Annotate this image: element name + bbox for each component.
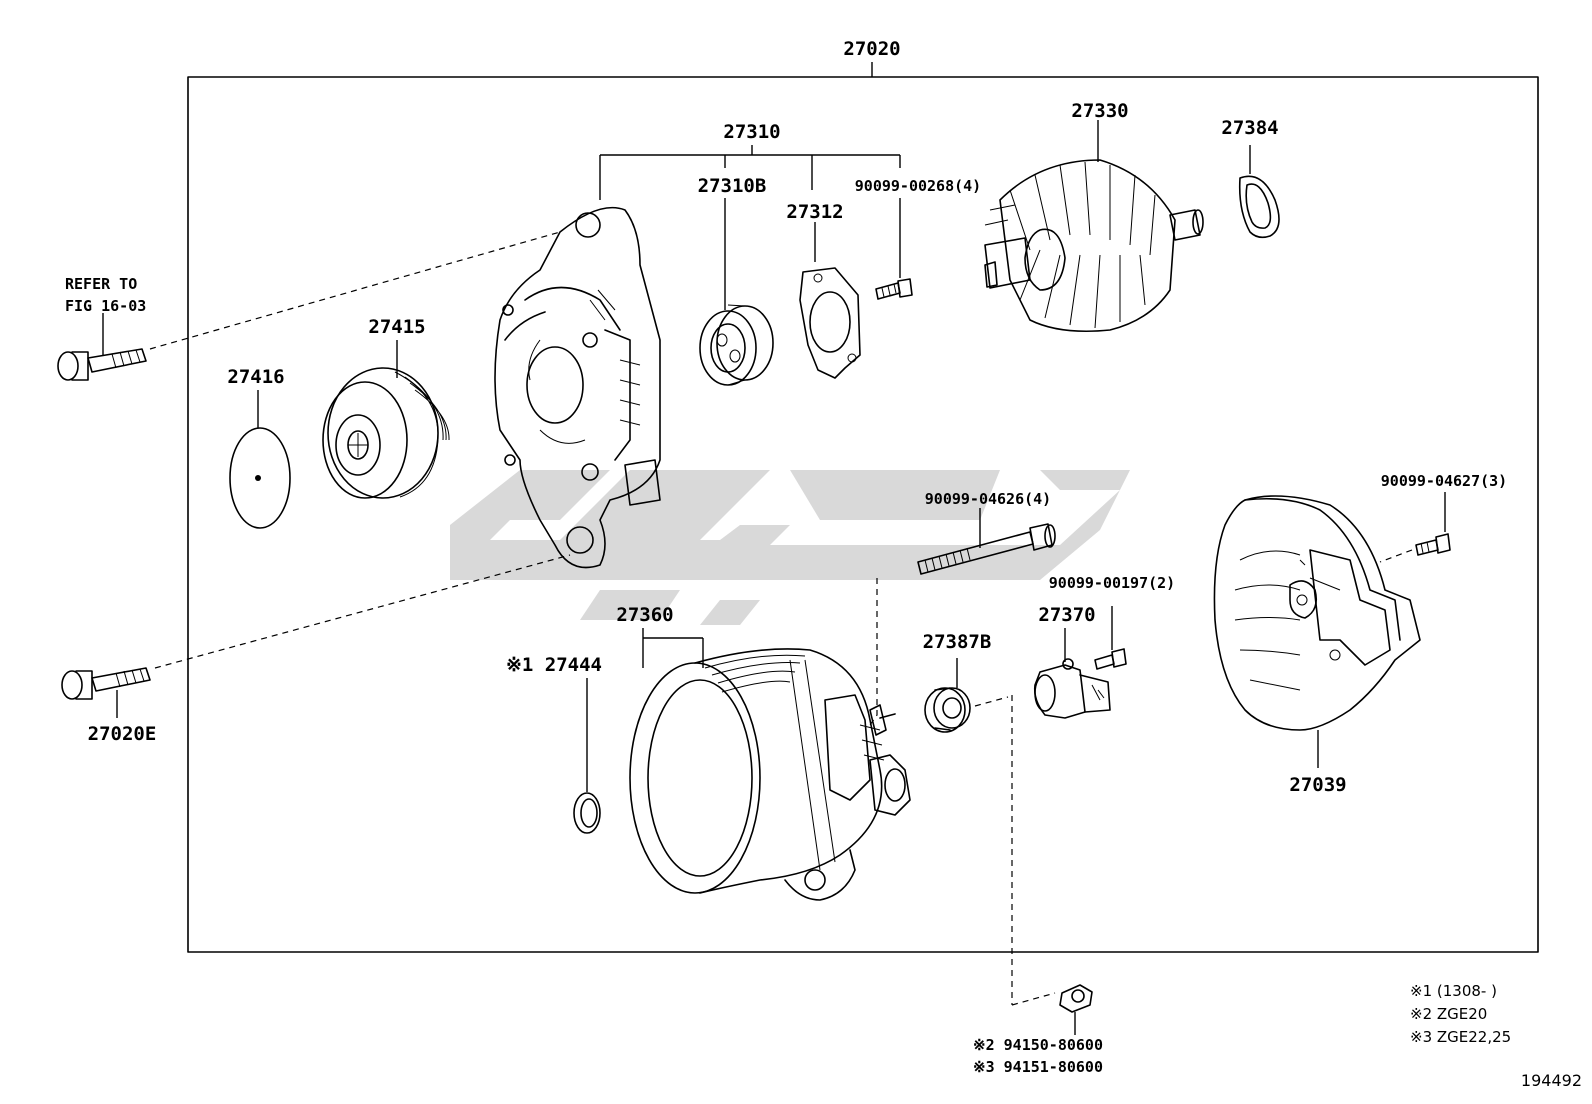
callout-27310: 27310 [723,121,780,143]
through-bolt-part [917,523,1056,575]
screw-90099-04627-part [1415,533,1451,556]
footnote-1: ※1 (1308- ) [1410,982,1497,1000]
drive-end-frame-part [494,206,661,569]
insulator-27387B-part [924,687,971,733]
callout-27312: 27312 [786,201,843,223]
pulley-cap-part [229,427,291,529]
assembly-frame [187,76,1539,953]
callout-27360: 27360 [616,604,673,626]
rear-cover-part [1213,495,1421,731]
callout-27370: 27370 [1038,604,1095,626]
dashed-guide-lower [154,554,571,669]
refer-text-line2: FIG 16-03 [65,297,146,315]
callout-27415: 27415 [368,316,425,338]
bracket-27360-group [642,628,704,668]
callout-90099-00197: 90099-00197(2) [1049,574,1175,592]
watermark-logo [450,470,1130,625]
retainer-plate-part [799,267,861,379]
callout-90099-04626: 90099-04626(4) [925,490,1051,508]
bracket-27310-group [599,145,901,310]
callout-27384: 27384 [1221,117,1278,139]
callout-90099-00268: 90099-00268(4) [855,177,981,195]
assembly-number-label: 27020 [843,38,900,60]
rotor-part [984,159,1204,333]
callout-27020E: 27020E [88,723,157,745]
footnote-2: ※2 ZGE20 [1410,1005,1487,1023]
bolt-upper-part [57,348,147,381]
pulley-part [322,367,450,499]
screw-90099-00197-part [1094,648,1127,670]
callout-90099-04627: 90099-04627(3) [1381,472,1507,490]
figure-number: 194492 [1521,1071,1582,1090]
stator-frame-part [629,648,911,901]
dashed-guide-upper [149,231,561,350]
callout-27310B: 27310B [698,175,767,197]
callout-27330: 27330 [1071,100,1128,122]
dashed-guide-insulator [974,696,1009,707]
seal-ring-part [1238,175,1280,239]
callout-94151-80600: ※3 94151-80600 [973,1058,1103,1076]
screw-90099-00268-part [875,278,913,300]
callout-27444: ※1 27444 [506,654,602,676]
dashed-guide-through-bolt [869,578,878,726]
dashed-guide-rear-cover [1379,549,1413,563]
terminal-nut-part [1059,984,1093,1013]
callout-27416: 27416 [227,366,284,388]
callout-94150-80600: ※2 94150-80600 [973,1036,1103,1054]
callout-27039: 27039 [1289,774,1346,796]
footnote-3: ※3 ZGE22,25 [1410,1028,1511,1046]
callout-27387B: 27387B [923,631,992,653]
dashed-guide-nut-end [1011,992,1056,1006]
refer-text-line1: REFER TO [65,275,137,293]
brush-holder-part [1033,658,1111,719]
bolt-lower-part-27020E [61,667,151,700]
bearing-part [699,304,774,386]
seal-27444-part [573,792,601,834]
